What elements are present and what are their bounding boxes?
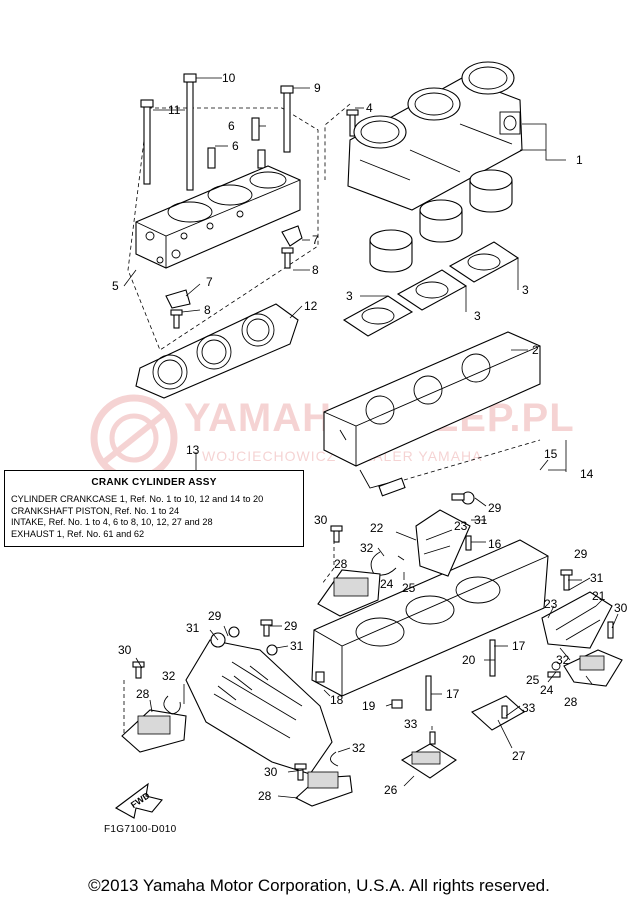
- callout-11: 11: [168, 103, 181, 117]
- callout-32-left: 32: [162, 669, 176, 683]
- callout-3-left: 3: [346, 289, 353, 303]
- callout-31-cover: 31: [290, 639, 304, 653]
- callout-2: 2: [532, 343, 539, 357]
- callout-30-left: 30: [118, 643, 132, 657]
- callout-27: 27: [512, 749, 526, 763]
- assembly-ref-line: EXHAUST 1, Ref. No. 61 and 62: [11, 528, 145, 539]
- callout-25-right: 25: [526, 673, 540, 687]
- callout-14: 14: [580, 467, 594, 481]
- callout-10: 10: [222, 71, 236, 85]
- callout-13: 13: [186, 443, 200, 457]
- callout-21: 21: [592, 589, 606, 603]
- assembly-ref-line: CYLINDER CRANKCASE 1, Ref. No. 1 to 10, …: [11, 494, 264, 504]
- callout-28-bottom: 28: [258, 789, 272, 803]
- assembly-info-box: CRANK CYLINDER ASSY CYLINDER CRANKCASE 1…: [4, 470, 304, 547]
- callout-33-right: 33: [522, 701, 536, 715]
- callout-28-left: 28: [136, 687, 150, 701]
- callout-30-center: 30: [314, 513, 328, 527]
- callout-7-right: 7: [312, 233, 319, 247]
- callout-8-right: 8: [312, 263, 319, 277]
- callout-4: 4: [366, 101, 373, 115]
- drawing-code: F1G7100-D010: [104, 824, 177, 835]
- callout-24-center: 24: [380, 577, 394, 591]
- assembly-title: CRANK CYLINDER ASSY: [91, 477, 217, 488]
- callout-24-right: 24: [540, 683, 554, 697]
- callout-29-right: 29: [574, 547, 588, 561]
- callout-31-right: 31: [590, 571, 604, 585]
- assembly-ref-line: CRANKSHAFT PISTON, Ref. No. 1 to 24: [11, 505, 180, 516]
- callout-23-center: 23: [454, 519, 468, 533]
- callout-16: 16: [488, 537, 502, 551]
- cylinder-piston-group: [324, 61, 523, 337]
- copyright-notice: ©2013 Yamaha Motor Corporation, U.S.A. A…: [88, 876, 550, 895]
- callout-1: 1: [576, 153, 583, 167]
- callout-17-upper: 17: [512, 639, 526, 653]
- callout-30-bottom: 30: [264, 765, 278, 779]
- callout-labels: 11 10 9 4 6 6 7 8 7 8 5 12 1 2 3 3 3 13 …: [112, 71, 628, 810]
- callout-28-right: 28: [564, 695, 578, 709]
- callout-31-left: 31: [186, 621, 200, 635]
- callout-17-lower: 17: [446, 687, 460, 701]
- exhaust-cover-group: [114, 619, 353, 819]
- right-mount-group: [400, 569, 623, 779]
- callout-30-right: 30: [614, 601, 628, 615]
- callout-31-top: 31: [474, 513, 488, 527]
- callout-15: 15: [544, 447, 558, 461]
- callout-5: 5: [112, 279, 119, 293]
- callout-32-bottom: 32: [352, 741, 366, 755]
- callout-3-middle: 3: [474, 309, 481, 323]
- leader-lines: [123, 77, 619, 799]
- callout-9: 9: [314, 81, 321, 95]
- callout-3-right: 3: [522, 283, 529, 297]
- cylinder-head-group: [127, 73, 319, 399]
- crankcase-lower: [311, 491, 549, 711]
- callout-29-top: 29: [488, 501, 502, 515]
- callout-20: 20: [462, 653, 476, 667]
- callout-12: 12: [304, 299, 318, 313]
- callout-32-right: 32: [556, 653, 570, 667]
- callout-23-right: 23: [544, 597, 558, 611]
- callout-8-left: 8: [204, 303, 211, 317]
- callout-32-center: 32: [360, 541, 374, 555]
- callout-29-cover: 29: [284, 619, 298, 633]
- callout-6-lower: 6: [232, 139, 239, 153]
- callout-25-center: 25: [402, 581, 416, 595]
- crankcase-upper: [323, 331, 541, 497]
- callout-28-center: 28: [334, 557, 348, 571]
- callout-29-left: 29: [208, 609, 222, 623]
- callout-19: 19: [362, 699, 376, 713]
- assembly-ref-line: INTAKE, Ref. No. 1 to 4, 6 to 8, 10, 12,…: [11, 517, 213, 527]
- callout-7-left: 7: [206, 275, 213, 289]
- callout-6-upper: 6: [228, 119, 235, 133]
- callout-33-center: 33: [404, 717, 418, 731]
- callout-18: 18: [330, 693, 344, 707]
- callout-22-center: 22: [370, 521, 384, 535]
- callout-26: 26: [384, 783, 398, 797]
